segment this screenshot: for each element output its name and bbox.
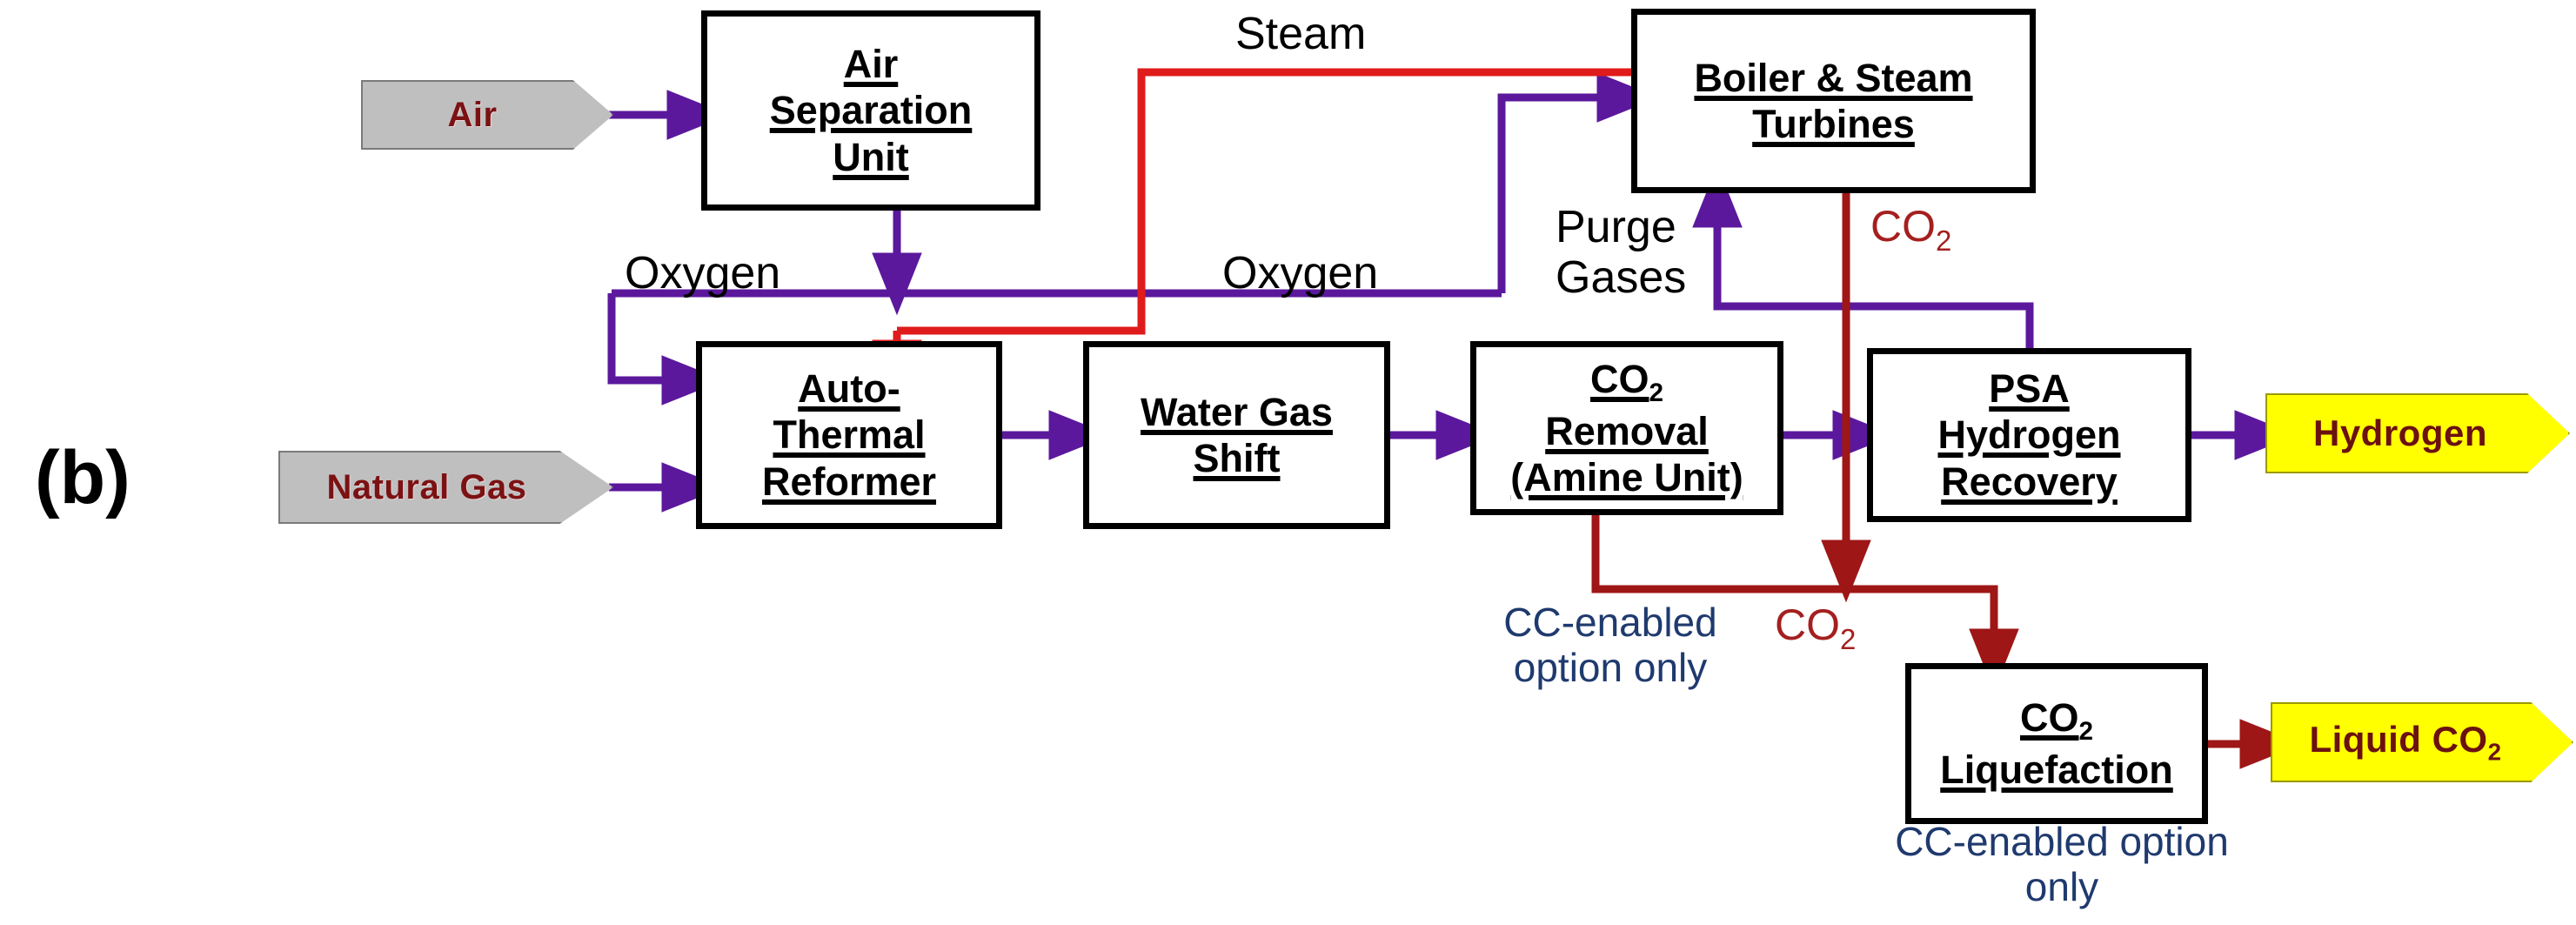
unit-co2-removal-amine-unit[interactable]: CO2 Removal (Amine Unit) [1470,341,1783,515]
stream-label-co2-junction: CO2 [1775,600,1857,655]
stream-label-co2-boiler: CO2 [1870,202,1952,257]
product-hydrogen-label: Hydrogen [2312,412,2487,453]
wire-steam-to-boiler [897,68,1631,335]
unit-wgs-line-2: Shift [1193,436,1281,480]
product-liquid-co2[interactable]: Liquid CO2 [2271,702,2573,782]
unit-amine-line-1: CO2 [1589,356,1663,407]
unit-co2-liquefaction[interactable]: CO2 Liquefaction [1905,663,2208,824]
unit-liquefaction-line-2: Liquefaction [1940,747,2173,792]
note-amine-line-2: option only [1513,644,1708,690]
unit-asu-line-2: Separation [769,88,973,133]
feed-air[interactable]: Air [361,80,613,150]
stream-label-purge-gases: Purge Gases [1556,202,1686,303]
unit-psa-line-2: Hydrogen [1937,412,2121,458]
wire-oxygen-to-boiler [1497,72,1660,293]
note-amine-line-1: CC-enabled [1503,600,1717,645]
wire-amine-co2-to-liquefaction [1591,515,2019,692]
unit-air-separation-unit[interactable]: Air Separation Unit [701,10,1040,211]
unit-auto-thermal-reformer[interactable]: Auto- Thermal Reformer [696,341,1002,529]
note-amine-cc-enabled: CC-enabled option only [1475,600,1745,690]
unit-atr-line-3: Reformer [761,459,937,504]
unit-water-gas-shift[interactable]: Water Gas Shift [1083,341,1390,529]
stream-label-oxygen-left: Oxygen [625,248,781,298]
note-liquefaction-cc-enabled: CC-enabled option only [1844,819,2279,909]
product-liquid-co2-label: Liquid CO2 [2309,719,2501,766]
unit-psa-hydrogen-recovery[interactable]: PSA Hydrogen Recovery [1867,348,2191,522]
unit-amine-line-3: (Amine Unit) [1510,455,1743,500]
unit-boiler-steam-turbines[interactable]: Boiler & Steam Turbines [1631,9,2036,193]
wire-oxygen-to-atr [607,293,725,406]
unit-boiler-line-2: Turbines [1752,102,1915,146]
unit-psa-line-3: Recovery [1941,459,2118,504]
unit-asu-line-3: Unit [833,134,909,179]
product-hydrogen[interactable]: Hydrogen [2265,393,2570,473]
unit-asu-line-1: Air [843,42,899,87]
stream-label-steam: Steam [1235,9,1367,59]
feed-natural-gas[interactable]: Natural Gas [278,451,613,524]
unit-liquefaction-line-1: CO2 [2019,694,2093,746]
purge-gases-line-1: Purge [1556,202,1676,252]
product-liquid-co2-text: Liquid CO [2309,718,2488,760]
note-liquefaction-line-2: only [2024,863,2099,909]
stream-label-oxygen-right: Oxygen [1222,248,1379,298]
unit-atr-line-1: Auto- [798,366,900,412]
unit-atr-line-2: Thermal [773,412,926,458]
unit-boiler-line-1: Boiler & Steam [1694,55,1973,100]
product-liquid-co2-sub: 2 [2487,738,2502,766]
panel-letter: (b) [35,436,130,519]
unit-amine-line-2: Removal [1545,408,1709,453]
purge-gases-line-2: Gases [1556,252,1687,304]
feed-air-label: Air [447,95,498,134]
wire-purge-gases-to-boiler [1692,164,2034,354]
unit-wgs-line-1: Water Gas [1141,389,1333,434]
unit-psa-line-1: PSA [1989,366,2070,412]
note-liquefaction-line-1: CC-enabled option [1895,819,2229,864]
feed-natural-gas-label: Natural Gas [326,467,527,506]
